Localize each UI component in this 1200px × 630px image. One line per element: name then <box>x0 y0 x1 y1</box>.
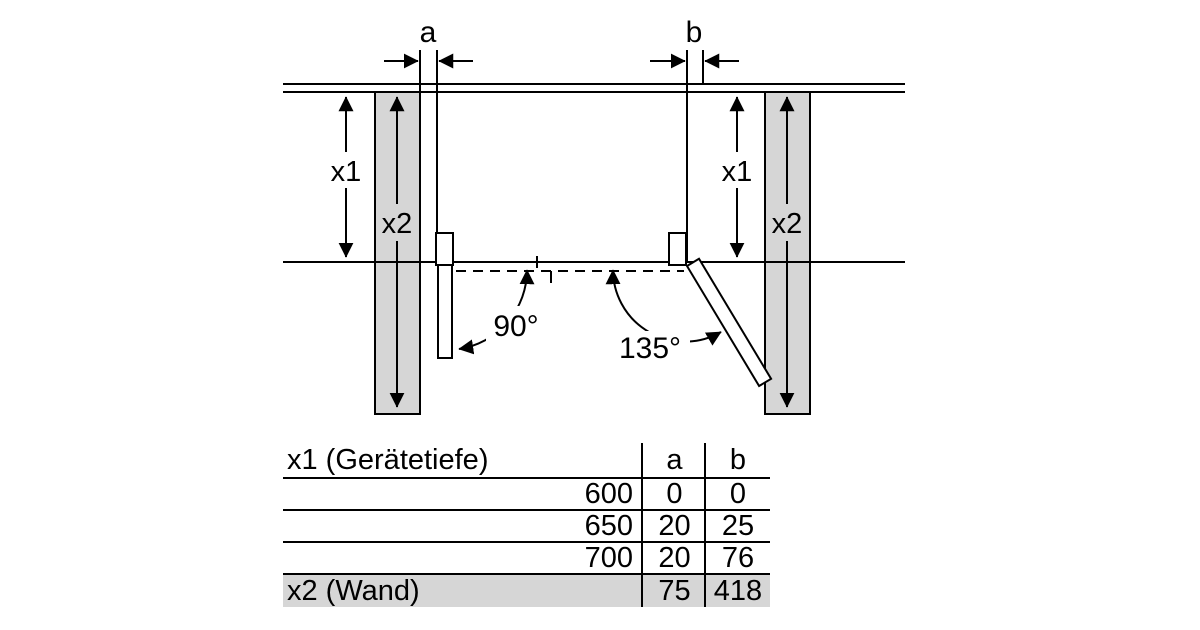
dim-a-label: a <box>420 16 437 49</box>
x2-right-label: x2 <box>772 208 803 240</box>
table-column-divider-2 <box>704 443 706 607</box>
table-cell-depth: 600 <box>584 477 633 510</box>
table-cell-b: 0 <box>729 477 747 510</box>
appliance-sides <box>419 50 704 262</box>
table-column-divider-1 <box>641 443 643 607</box>
x2-right-label-halo <box>766 204 809 241</box>
x2-right-dimension: x2 <box>766 96 809 408</box>
table-row-700: 700 20 76 <box>283 541 770 575</box>
left-door-panel <box>437 264 453 359</box>
table-cell-b: 76 <box>721 541 755 574</box>
right-door-hinge-box <box>668 232 687 266</box>
table-cell-depth: 650 <box>584 509 633 542</box>
angle-135-label: 135° <box>619 332 681 365</box>
dim-a: a <box>384 16 473 69</box>
left-door-hinge-box <box>435 232 454 266</box>
installation-diagram: a b x1 x1 x2 x2 <box>283 16 905 415</box>
x1-right-label: x1 <box>722 156 753 188</box>
table-cell-depth: 700 <box>584 541 633 574</box>
table-cell-b: 25 <box>721 509 755 542</box>
dim-b-label: b <box>686 16 703 49</box>
table-row-650: 650 20 25 <box>283 509 770 543</box>
center-seam-marks <box>536 256 552 283</box>
x1-right-dimension: x1 <box>715 96 759 258</box>
x1-right-label-halo <box>715 152 759 188</box>
angle-135-label-halo <box>612 331 690 365</box>
table-cell-a: 20 <box>658 541 691 574</box>
table-cell-b: 418 <box>713 574 763 607</box>
table-row-x2-wand: x2 (Wand) 75 418 <box>283 575 770 607</box>
table-cell-x2-wand: x2 (Wand) <box>287 574 420 607</box>
x2-left-label-halo <box>376 204 419 241</box>
rear-wall-lines <box>283 83 905 93</box>
table-header-a: a <box>666 443 683 476</box>
right-door-panel <box>685 257 773 388</box>
dim-b: b <box>650 16 739 69</box>
x1-left-dimension: x1 <box>324 96 368 258</box>
x1-left-label: x1 <box>331 156 362 188</box>
table-row-600: 600 0 0 <box>283 477 770 511</box>
angle-90-label: 90° <box>493 310 538 343</box>
x1-left-label-halo <box>324 152 368 188</box>
table-cell-a: 75 <box>658 574 691 607</box>
angle-90-label-halo <box>486 306 546 342</box>
dimension-table: x1 (Gerätetiefe) a b 600 0 0 650 20 25 7… <box>283 443 770 607</box>
x2-left-label: x2 <box>382 208 413 240</box>
table-header-x1-geraetetiefe: x1 (Gerätetiefe) <box>287 443 489 476</box>
x2-left-dimension: x2 <box>376 96 419 408</box>
table-header-row: x1 (Gerätetiefe) a b <box>283 443 770 479</box>
table-cell-a: 0 <box>666 477 683 510</box>
table-cell-a: 20 <box>658 509 691 542</box>
table-header-b: b <box>729 443 747 476</box>
left-door-open-90 <box>435 232 454 359</box>
